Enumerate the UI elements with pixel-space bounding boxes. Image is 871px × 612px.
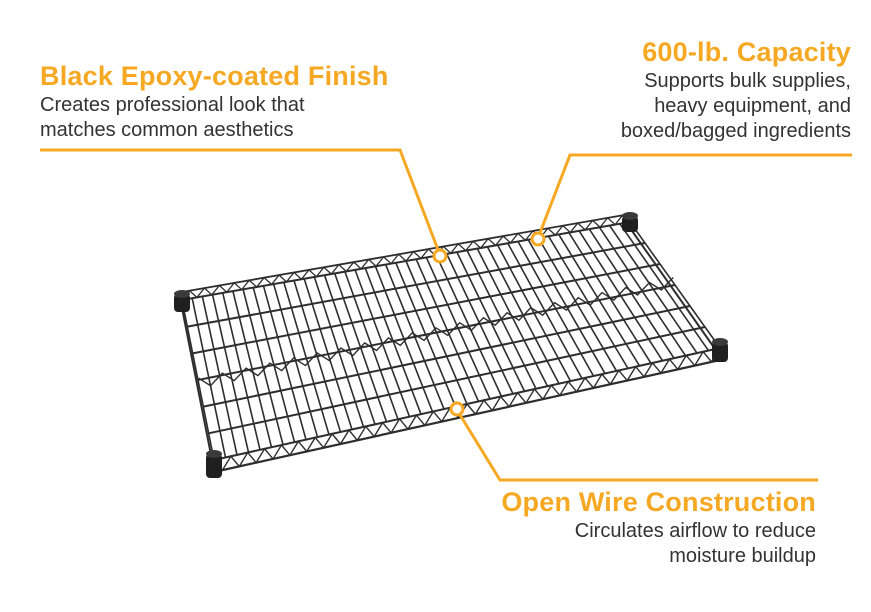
corner-post-collar bbox=[206, 454, 222, 478]
corner-post-top bbox=[206, 450, 222, 458]
back-upper-rail bbox=[181, 213, 631, 293]
corner-post-top bbox=[712, 338, 728, 346]
long-wire bbox=[187, 242, 646, 328]
corner-post-collar bbox=[712, 342, 728, 362]
shelf-wires bbox=[181, 213, 721, 474]
callout-text-line: Circulates airflow to reduce bbox=[574, 520, 816, 542]
leader-dot-open-wire bbox=[449, 401, 465, 417]
leader-dot-capacity bbox=[530, 231, 546, 247]
long-wire bbox=[208, 326, 706, 435]
callout-text-line: boxed/bagged ingredients bbox=[620, 120, 851, 142]
callout-text-line: Supports bulk supplies, bbox=[644, 70, 851, 92]
leader-line-finish bbox=[40, 148, 442, 256]
leader-line-open-wire bbox=[455, 409, 818, 482]
corner-post-top bbox=[174, 290, 190, 298]
callout-black-finish: Black Epoxy-coated Finish Creates profes… bbox=[40, 60, 389, 143]
callout-text-line: matches common aesthetics bbox=[40, 119, 294, 141]
callout-title: Black Epoxy-coated Finish bbox=[40, 61, 389, 91]
callout-text-line: heavy equipment, and bbox=[654, 95, 851, 117]
right-side-rail bbox=[629, 227, 721, 357]
callout-text-line: moisture buildup bbox=[669, 545, 816, 567]
leader-dot-finish bbox=[432, 248, 448, 264]
corner-post-top bbox=[622, 212, 638, 220]
callout-title: 600-lb. Capacity bbox=[642, 37, 851, 67]
callout-title: Open Wire Construction bbox=[501, 487, 816, 517]
long-wire bbox=[197, 284, 676, 381]
center-truss bbox=[198, 276, 674, 387]
callout-leader-lines bbox=[40, 148, 852, 482]
callout-text-line: Creates professional look that bbox=[40, 94, 305, 116]
long-wire bbox=[203, 305, 691, 408]
corner-post-collar bbox=[622, 216, 638, 232]
callout-capacity: 600-lb. Capacity Supports bulk supplies,… bbox=[621, 36, 851, 144]
front-truss bbox=[213, 347, 721, 472]
front-lower-rail bbox=[213, 358, 721, 474]
shelf-corner-posts bbox=[174, 212, 728, 478]
long-wire bbox=[192, 263, 661, 355]
left-side-rail bbox=[181, 307, 215, 471]
leader-line-capacity bbox=[536, 153, 852, 239]
corner-post-collar bbox=[174, 294, 190, 312]
back-truss bbox=[181, 214, 631, 301]
callout-open-wire: Open Wire Construction Circulates airflo… bbox=[501, 486, 816, 569]
